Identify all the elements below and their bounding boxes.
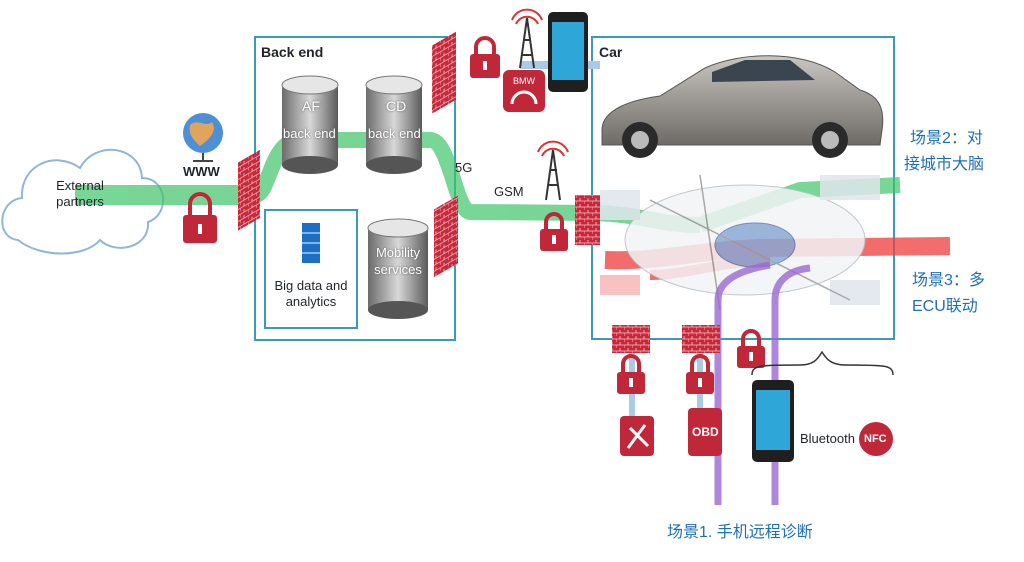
bluetooth-nfc-brace [751, 350, 894, 376]
bmw-label: BMW [513, 76, 535, 86]
big-data-label: Big data and analytics [274, 278, 348, 309]
purple-data-flow [714, 261, 811, 505]
nfc-label: NFC [864, 433, 887, 445]
car-image [601, 55, 884, 158]
www-label: WWW [183, 164, 220, 179]
lock-icon [183, 192, 217, 243]
server-icon [302, 223, 320, 263]
lock-icon [737, 329, 765, 368]
gsm-label: GSM [494, 184, 524, 199]
bluetooth-label: Bluetooth [800, 431, 855, 446]
big-data-box [264, 209, 358, 329]
smartphone-icon [548, 12, 588, 92]
database-mobility [367, 218, 429, 319]
lock-icon [540, 212, 568, 251]
scenario-1-label: 场景1. 手机远程诊断 [667, 524, 813, 541]
af-back-end-label: back end [283, 126, 336, 141]
bmw-key-icon [503, 70, 545, 112]
globe-icon [183, 113, 223, 162]
cd-back-end-label: back end [368, 126, 421, 141]
lock-icon [470, 36, 500, 78]
scenario-3-label-line1: 场景3：多 [912, 272, 985, 289]
database-af [281, 75, 339, 174]
lock-icon [686, 354, 714, 394]
car-internal-network [600, 174, 880, 311]
obd-label: OBD [692, 425, 719, 439]
firewall-bottom-left [612, 325, 650, 353]
firewall-bottom-mid [682, 325, 720, 353]
external-partners-label: External partners [56, 178, 104, 209]
firewall-car [575, 195, 600, 245]
smartphone-icon [752, 380, 794, 462]
scenario-2-label-line2: 接城市大脑 [904, 156, 985, 173]
scenario-3-label-line2: ECU联动 [912, 298, 978, 315]
car-title: Car [599, 44, 623, 60]
antenna-icon [511, 8, 543, 69]
mobility-label: Mobility services [374, 245, 422, 277]
firewall-5g [434, 195, 458, 278]
antenna-icon [537, 140, 569, 201]
diagnostic-tool-icon [620, 416, 654, 456]
cd-label: CD [386, 98, 407, 114]
scenario-2-label-line1: 场景2：对 [910, 130, 983, 147]
database-cd [365, 75, 423, 174]
firewall-top [432, 31, 456, 114]
obd-icon [688, 408, 722, 456]
af-label: AF [302, 98, 320, 114]
lock-icon [617, 354, 645, 394]
firewall-www [238, 149, 260, 231]
back-end-title: Back end [261, 44, 324, 60]
nfc-icon [859, 422, 893, 456]
5g-label: 5G [455, 160, 473, 175]
